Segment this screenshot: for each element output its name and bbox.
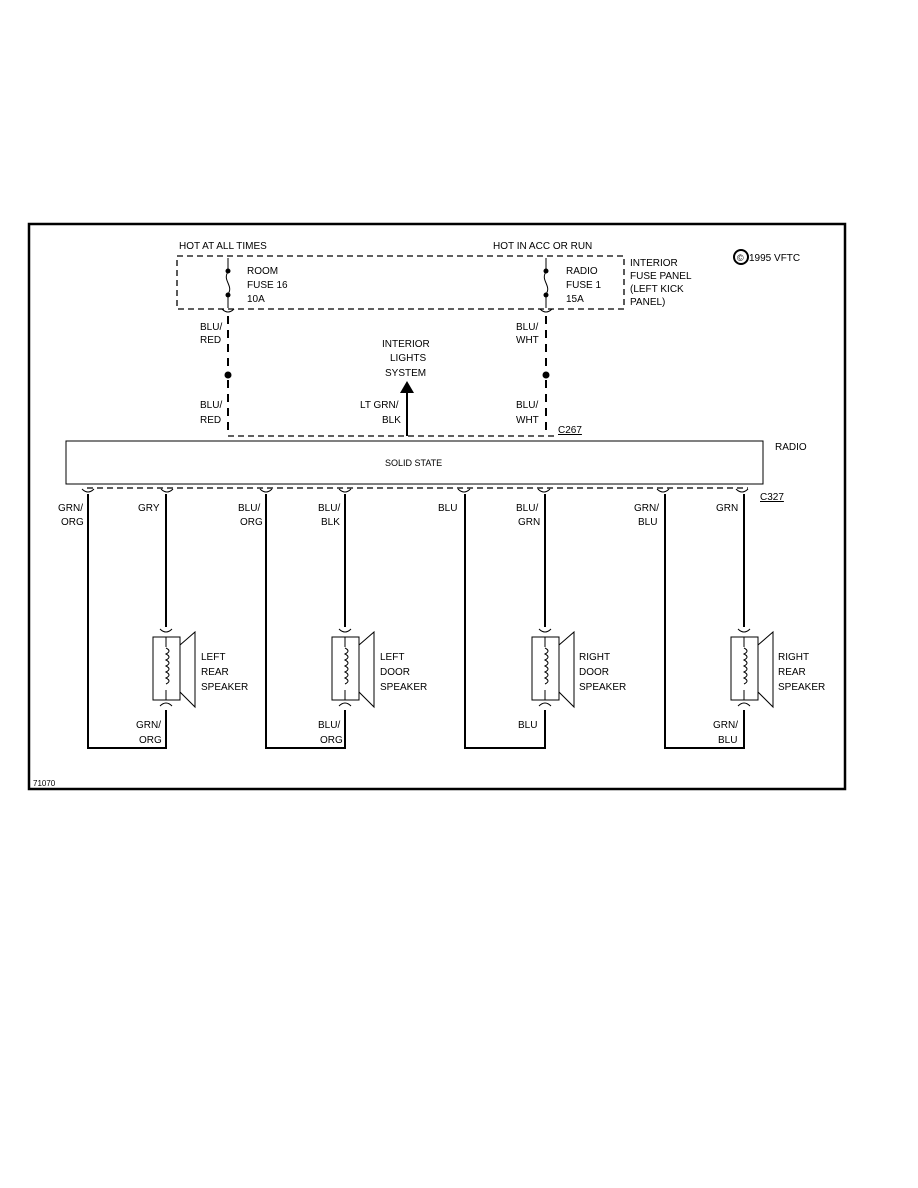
svg-text:GRY: GRY bbox=[138, 503, 160, 514]
radio-fuse-1: RADIO FUSE 1 15A bbox=[543, 258, 601, 308]
left-rear-speaker: LEFT REAR SPEAKER GRN/ ORG bbox=[87, 494, 248, 749]
svg-text:ORG: ORG bbox=[61, 517, 84, 528]
interior-lights-system: INTERIOR LIGHTS SYSTEM LT GRN/ BLK bbox=[360, 339, 430, 436]
copyright-symbol: © bbox=[737, 253, 744, 263]
svg-text:BLU/: BLU/ bbox=[200, 322, 222, 333]
connector-pins bbox=[81, 488, 749, 493]
svg-text:ROOM: ROOM bbox=[247, 266, 278, 277]
svg-text:BLU/: BLU/ bbox=[318, 720, 340, 731]
left-door-speaker: LEFT DOOR SPEAKER BLU/ ORG bbox=[265, 494, 427, 749]
svg-text:GRN/: GRN/ bbox=[58, 503, 83, 514]
svg-text:WHT: WHT bbox=[516, 335, 539, 346]
svg-text:FUSE PANEL: FUSE PANEL bbox=[630, 271, 692, 282]
svg-text:BLU: BLU bbox=[518, 720, 537, 731]
svg-text:BLU/: BLU/ bbox=[200, 400, 222, 411]
right-door-speaker: RIGHT DOOR SPEAKER BLU bbox=[464, 494, 626, 749]
svg-text:FUSE 1: FUSE 1 bbox=[566, 280, 601, 291]
speaker-cone-icon bbox=[358, 630, 375, 709]
svg-text:RIGHT: RIGHT bbox=[778, 652, 809, 663]
connector-c327-label: C327 bbox=[760, 492, 784, 503]
svg-text:SPEAKER: SPEAKER bbox=[201, 682, 248, 693]
svg-text:BLK: BLK bbox=[382, 415, 401, 426]
svg-text:ORG: ORG bbox=[240, 517, 263, 528]
svg-text:REAR: REAR bbox=[778, 667, 806, 678]
svg-text:RADIO: RADIO bbox=[566, 266, 598, 277]
fuse-panel-label: INTERIOR FUSE PANEL (LEFT KICK PANEL) bbox=[630, 258, 692, 308]
svg-text:ORG: ORG bbox=[139, 735, 162, 746]
svg-text:FUSE 16: FUSE 16 bbox=[247, 280, 288, 291]
svg-text:INTERIOR: INTERIOR bbox=[382, 339, 430, 350]
radio-label: RADIO bbox=[775, 442, 807, 453]
speaker-cone-icon bbox=[757, 630, 774, 709]
svg-text:BLU/: BLU/ bbox=[516, 322, 538, 333]
arrow-up-icon bbox=[400, 381, 414, 393]
copyright-icon bbox=[733, 249, 749, 265]
svg-text:REAR: REAR bbox=[201, 667, 229, 678]
svg-text:GRN/: GRN/ bbox=[136, 720, 161, 731]
right-rear-speaker: RIGHT REAR SPEAKER GRN/ BLU bbox=[664, 494, 825, 749]
hot-in-acc-or-run-label: HOT IN ACC OR RUN bbox=[493, 241, 592, 252]
fuse-panel-box bbox=[176, 255, 625, 310]
wire-blu-wht: BLU/ WHT BLU/ WHT bbox=[516, 308, 553, 434]
svg-text:BLU: BLU bbox=[718, 735, 737, 746]
svg-text:ORG: ORG bbox=[320, 735, 343, 746]
svg-text:BLU/: BLU/ bbox=[318, 503, 340, 514]
svg-text:GRN/: GRN/ bbox=[634, 503, 659, 514]
speaker-cone-icon bbox=[558, 630, 575, 709]
svg-text:DOOR: DOOR bbox=[380, 667, 410, 678]
svg-text:SPEAKER: SPEAKER bbox=[579, 682, 626, 693]
svg-text:PANEL): PANEL) bbox=[630, 297, 665, 308]
svg-text:BLU/: BLU/ bbox=[516, 400, 538, 411]
room-fuse-16: ROOM FUSE 16 10A bbox=[225, 258, 288, 308]
svg-text:15A: 15A bbox=[566, 294, 584, 305]
svg-text:BLU: BLU bbox=[438, 503, 457, 514]
svg-text:LT GRN/: LT GRN/ bbox=[360, 400, 399, 411]
svg-text:SYSTEM: SYSTEM bbox=[385, 368, 426, 379]
svg-text:INTERIOR: INTERIOR bbox=[630, 258, 678, 269]
figure-id: 71070 bbox=[33, 779, 56, 788]
radio-unit bbox=[65, 440, 764, 485]
svg-text:WHT: WHT bbox=[516, 415, 539, 426]
svg-text:GRN: GRN bbox=[716, 503, 738, 514]
svg-text:BLU/: BLU/ bbox=[238, 503, 260, 514]
svg-text:SPEAKER: SPEAKER bbox=[380, 682, 427, 693]
svg-text:SPEAKER: SPEAKER bbox=[778, 682, 825, 693]
wire-blu-red: BLU/ RED BLU/ RED bbox=[200, 308, 235, 434]
hot-at-all-times-label: HOT AT ALL TIMES bbox=[179, 241, 267, 252]
svg-text:GRN: GRN bbox=[518, 517, 540, 528]
svg-text:RIGHT: RIGHT bbox=[579, 652, 610, 663]
svg-text:BLU: BLU bbox=[638, 517, 657, 528]
connector-c267-label: C267 bbox=[558, 425, 582, 436]
svg-text:LEFT: LEFT bbox=[201, 652, 225, 663]
radio-solid-state: SOLID STATE bbox=[385, 458, 442, 468]
svg-text:LIGHTS: LIGHTS bbox=[390, 353, 426, 364]
svg-text:(LEFT KICK: (LEFT KICK bbox=[630, 284, 684, 295]
speaker-cone-icon bbox=[179, 630, 196, 709]
svg-text:RED: RED bbox=[200, 415, 221, 426]
svg-text:BLU/: BLU/ bbox=[516, 503, 538, 514]
lower-wire-labels: GRN/ ORG GRY BLU/ ORG BLU/ BLK BLU BLU/ … bbox=[58, 503, 738, 528]
svg-text:BLK: BLK bbox=[321, 517, 340, 528]
svg-text:DOOR: DOOR bbox=[579, 667, 609, 678]
svg-text:RED: RED bbox=[200, 335, 221, 346]
copyright-text: 1995 VFTC bbox=[749, 253, 800, 264]
copyright-mark: © 1995 VFTC bbox=[733, 249, 800, 265]
svg-text:GRN/: GRN/ bbox=[713, 720, 738, 731]
svg-text:10A: 10A bbox=[247, 294, 265, 305]
svg-text:LEFT: LEFT bbox=[380, 652, 404, 663]
